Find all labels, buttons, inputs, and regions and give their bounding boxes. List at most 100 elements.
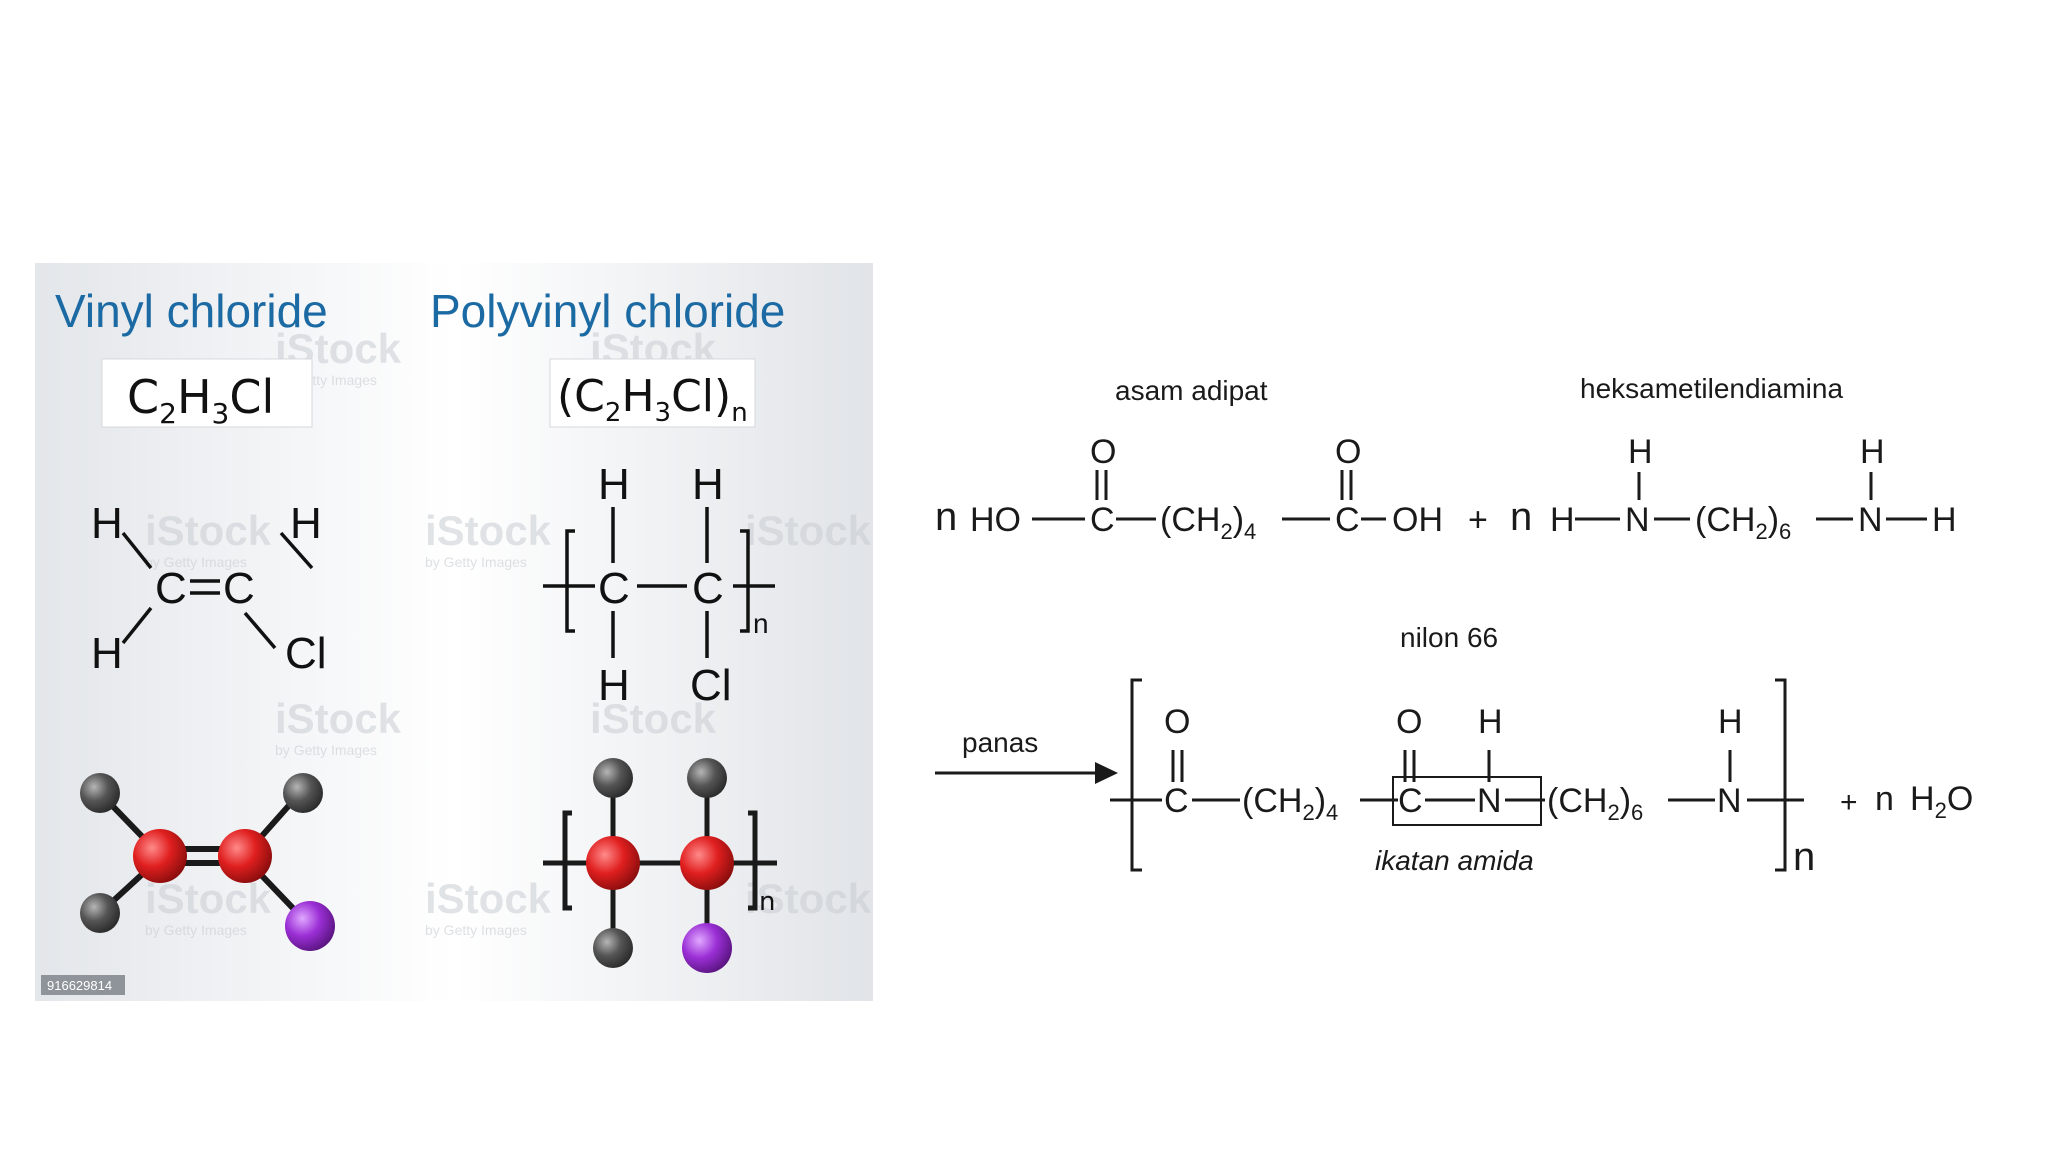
vinyl-atoms: H H H C C Cl — [91, 499, 327, 678]
water-formula: H2O — [1910, 780, 1973, 823]
pvc-formula-box — [549, 358, 756, 428]
pvc-bonds — [543, 507, 775, 658]
atom-o: O — [1164, 703, 1190, 741]
vinyl-molecule-model — [80, 773, 335, 951]
watermark: iStock — [275, 695, 402, 742]
amide-bond-box — [1392, 776, 1542, 826]
watermark-group: iStock iStock iStock iStock iStock iStoc… — [145, 325, 872, 922]
watermark: iStock — [590, 695, 717, 742]
hydrogen-atom-ball — [593, 928, 633, 968]
pvc-atoms: H H C C H Cl n — [598, 460, 769, 710]
vinyl-chloride-title: Vinyl chloride — [55, 285, 328, 337]
watermark: iStock — [745, 875, 872, 922]
watermark: iStock — [425, 875, 552, 922]
pvc-formula: (C2H3Cl)n — [557, 371, 748, 428]
polymer-brackets — [1130, 678, 1787, 872]
chlorine-atom-ball — [682, 923, 732, 973]
reactant-bonds — [1032, 470, 1927, 521]
adipic-acid-label: asam adipat — [1115, 375, 1268, 406]
coefficient-n: n — [935, 495, 957, 539]
vinyl-pvc-panel: iStock iStock iStock iStock iStock iStoc… — [35, 263, 873, 1001]
image-id-label: 916629814 — [47, 978, 112, 993]
watermark: iStock — [425, 507, 552, 554]
atom-n: N — [1717, 782, 1742, 820]
methylene-group: (CH2)4 — [1242, 782, 1338, 825]
atom-n: N — [1477, 782, 1502, 820]
atom-c: C — [1090, 501, 1115, 539]
hydrogen-atom-ball — [283, 773, 323, 813]
atom-h: H — [290, 499, 322, 548]
carbon-atom-ball — [586, 836, 640, 890]
vinyl-formula-box — [101, 358, 313, 428]
atom-c: C — [223, 564, 255, 613]
water-coefficient: n — [1875, 780, 1894, 818]
atom-o: O — [1090, 433, 1116, 471]
hydrogen-atom-ball — [687, 758, 727, 798]
image-id-tag — [41, 975, 125, 995]
hexamethylenediamine-label: heksametilendiamina — [1580, 373, 1843, 404]
carbon-atom-ball — [218, 829, 272, 883]
hydrogen-atom-ball — [80, 893, 120, 933]
atom-h: H — [1550, 501, 1575, 539]
watermark-sub: by Getty Images — [145, 554, 247, 570]
atom-h: H — [91, 629, 123, 678]
vinyl-formula: C2H3Cl — [127, 370, 274, 430]
reaction-arrow — [935, 762, 1118, 784]
atom-h: H — [1932, 501, 1957, 539]
atom-c: C — [1164, 782, 1189, 820]
methylene-group: (CH2)4 — [1160, 501, 1256, 544]
nylon-reaction-panel: asam adipat heksametilendiamina nilon 66… — [935, 373, 1973, 879]
watermark-sub: by Getty Images — [425, 922, 527, 938]
watermark: iStock — [145, 507, 272, 554]
atom-h: H — [598, 661, 630, 710]
nylon-66-label: nilon 66 — [1400, 622, 1498, 653]
atom-o: O — [1396, 703, 1422, 741]
atom-o: O — [1335, 433, 1361, 471]
chlorine-atom-ball — [285, 901, 335, 951]
watermark-sub: by Getty Images — [425, 554, 527, 570]
atom-h: H — [91, 499, 123, 548]
atom-c: C — [1398, 782, 1423, 820]
atom-c: C — [598, 564, 630, 613]
atom-n: N — [1625, 501, 1650, 539]
atom-h: H — [1628, 433, 1653, 471]
atom-c: C — [155, 564, 187, 613]
atom-c: C — [692, 564, 724, 613]
pvc-repeat-n: n — [753, 608, 769, 639]
plus-sign: + — [1840, 786, 1858, 819]
reactants-equation: n HO C O (CH2)4 C O OH + n H N H (CH2)6 … — [935, 433, 1957, 544]
carbon-atom-ball — [133, 829, 187, 883]
atom-h: H — [1718, 703, 1743, 741]
atom-cl: Cl — [690, 661, 732, 710]
pvc-molecule-model: n — [543, 758, 777, 973]
vinyl-bonds — [121, 531, 314, 650]
watermark-sub: by Getty Images — [275, 742, 377, 758]
methylene-group: (CH2)6 — [1547, 782, 1643, 825]
polymer-n: n — [1793, 835, 1815, 879]
atom-h: H — [1860, 433, 1885, 471]
hydrogen-atom-ball — [80, 773, 120, 813]
reaction-labels: asam adipat heksametilendiamina nilon 66… — [962, 373, 1843, 758]
watermark: iStock — [745, 507, 872, 554]
atom-h: H — [692, 460, 724, 509]
hydrogen-atom-ball — [593, 758, 633, 798]
carbon-atom-ball — [680, 836, 734, 890]
heat-label: panas — [962, 727, 1038, 758]
watermark-sub: by Getty Images — [145, 922, 247, 938]
pvc-model-repeat-n: n — [759, 887, 775, 917]
polyvinyl-chloride-title: Polyvinyl chloride — [430, 285, 785, 337]
atom-h: H — [598, 460, 630, 509]
product-equation: C O (CH2)4 C O N H (CH2)6 N H n + n H2O — [1164, 703, 1973, 879]
methylene-group: (CH2)6 — [1695, 501, 1791, 544]
hydroxyl-oh: OH — [1392, 501, 1443, 539]
product-bonds — [1110, 750, 1804, 802]
watermark: iStock — [145, 875, 272, 922]
coefficient-n: n — [1510, 495, 1532, 539]
hydroxyl-ho: HO — [970, 501, 1021, 539]
amide-bond-label: ikatan amida — [1375, 845, 1534, 876]
plus-sign: + — [1468, 501, 1488, 539]
atom-cl: Cl — [285, 629, 327, 678]
atom-h: H — [1478, 703, 1503, 741]
atom-c: C — [1335, 501, 1360, 539]
